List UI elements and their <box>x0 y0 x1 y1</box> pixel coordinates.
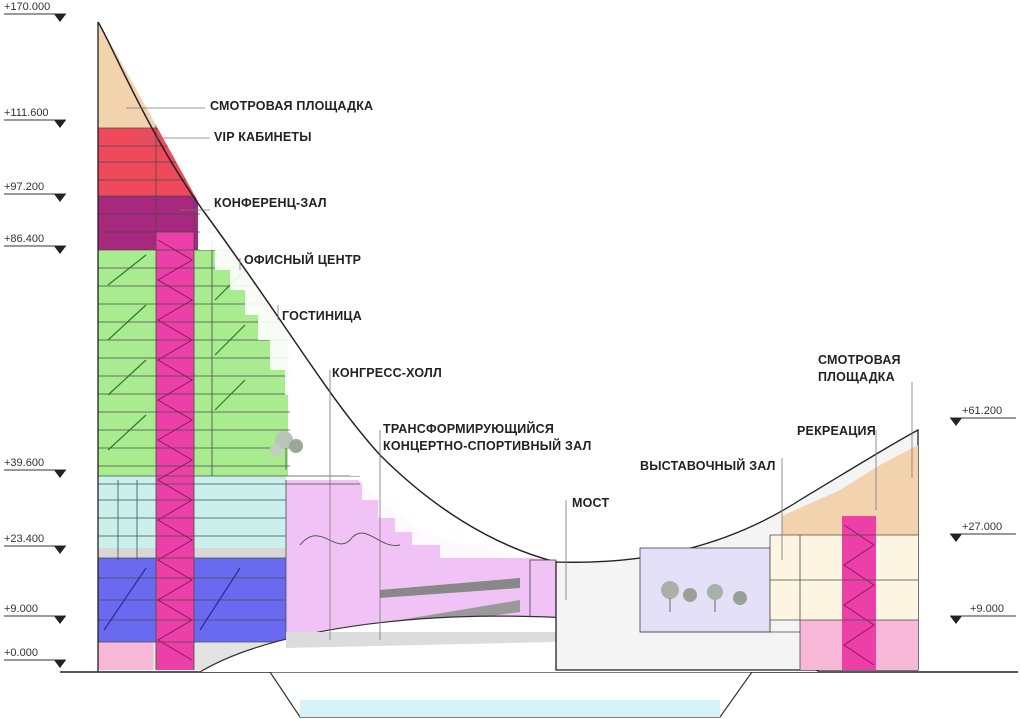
level-marker-right-1: +27.000 <box>950 521 1016 542</box>
zone-concert-hall <box>286 480 556 632</box>
label-recreation: РЕКРЕАЦИЯ <box>797 424 876 438</box>
label-observation-right-line1: СМОТРОВАЯ <box>818 353 901 367</box>
zone-observation-top <box>98 22 158 130</box>
level-marker-left-6: +9.000 <box>4 603 66 624</box>
core-stair-zigzag <box>157 239 193 661</box>
level-label: +86.400 <box>4 233 44 245</box>
level-marker-left-5: +23.400 <box>4 533 66 554</box>
level-label: +61.200 <box>962 405 1002 417</box>
label-vip: VIP КАБИНЕТЫ <box>214 130 312 144</box>
level-marker-left-3: +86.400 <box>4 233 66 254</box>
tower-column-lines <box>117 60 213 670</box>
right-wing-lines <box>640 534 918 670</box>
level-marker-left-7: +0.000 <box>4 647 66 668</box>
label-conference: КОНФЕРЕНЦ-ЗАЛ <box>214 196 327 210</box>
label-hotel: ГОСТИНИЦА <box>282 309 362 323</box>
right-core-zigzag <box>843 524 875 666</box>
level-label: +111.600 <box>4 107 49 119</box>
level-marker-right-0: +61.200 <box>950 405 1016 426</box>
label-concert-line1: ТРАНСФОРМИРУЮЩИЙСЯ <box>383 421 554 436</box>
label-observation-top: СМОТРОВАЯ ПЛОЩАДКА <box>210 99 373 113</box>
label-concert-line2: КОНЦЕРТНО-СПОРТИВНЫЙ ЗАЛ <box>383 438 591 453</box>
zone-recreation <box>782 445 918 535</box>
water <box>300 700 720 717</box>
level-marker-left-2: +97.200 <box>4 181 66 202</box>
label-bridge: МОСТ <box>572 496 609 510</box>
level-label: +9.000 <box>4 603 38 615</box>
tower-outline <box>97 21 557 563</box>
label-observation-right-line2: ПЛОЩАДКА <box>818 370 895 384</box>
label-congress: КОНГРЕСС-ХОЛЛ <box>332 366 442 380</box>
level-label: +27.000 <box>962 521 1002 533</box>
level-label: +170.000 <box>4 1 50 13</box>
callout-leaders <box>126 107 913 640</box>
atrium-trees <box>270 431 303 470</box>
bridge-deck <box>286 632 640 648</box>
level-label: +9.000 <box>970 603 1004 615</box>
level-marker-left-1: +111.600 <box>4 107 66 128</box>
level-marker-left-4: +39.600 <box>4 457 66 478</box>
exhibition-trees <box>661 581 747 612</box>
level-label: +97.200 <box>4 181 44 193</box>
label-office: ОФИСНЫЙ ЦЕНТР <box>244 252 361 267</box>
right-core <box>842 516 876 670</box>
level-marker-right-2: +9.000 <box>950 603 1016 624</box>
level-marker-left-0: +170.000 <box>4 1 66 22</box>
zone-lower-pink <box>98 642 153 670</box>
zone-exhibition <box>639 547 771 633</box>
level-label: +23.400 <box>4 533 44 545</box>
label-exhibition: ВЫСТАВОЧНЫЙ ЗАЛ <box>640 458 776 473</box>
level-label: +0.000 <box>4 647 38 659</box>
level-label: +39.600 <box>4 457 44 469</box>
